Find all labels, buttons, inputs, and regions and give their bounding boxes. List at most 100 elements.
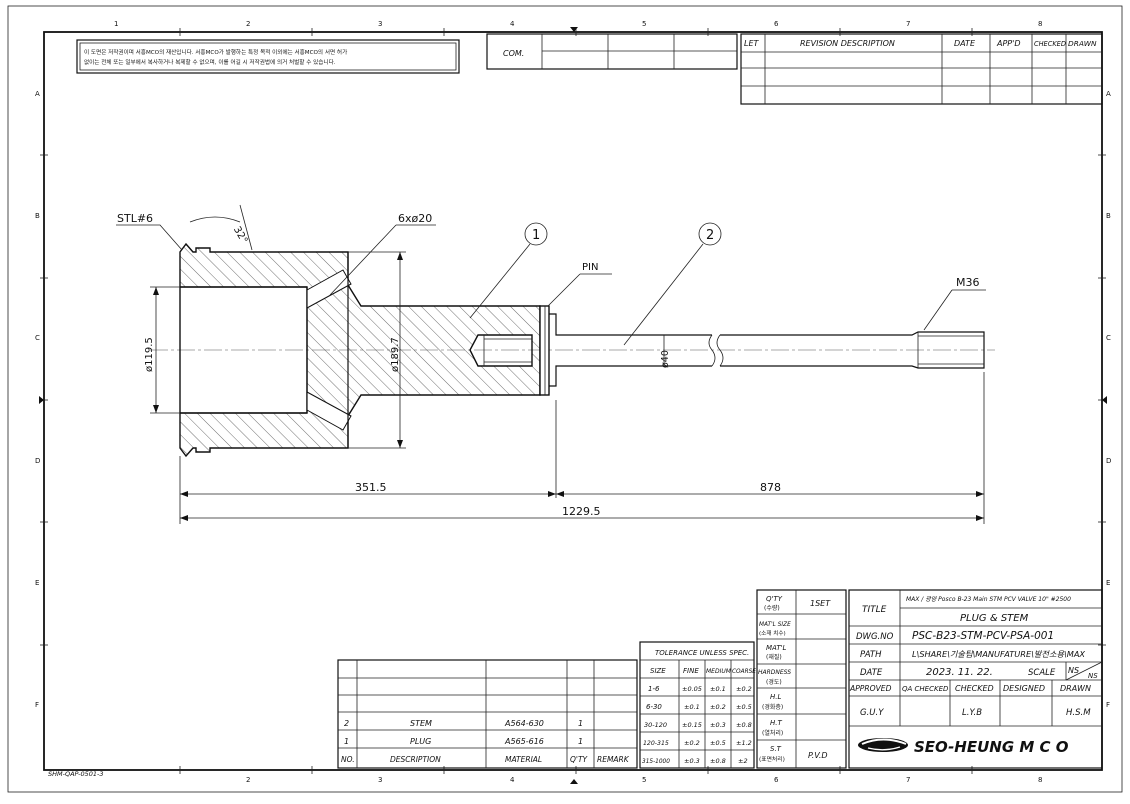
title-block: TITLE MAX / 광양 Posco B-23 Main STM PCV V… [848,589,1103,769]
path-label: PATH [860,650,882,660]
zone-rf: F [1106,701,1110,709]
bom-row-1-no: 2 [344,719,349,728]
copyright-line-1: 이 도면은 저작권이며 서흥MCO의 재산입니다. 서흥MCO가 발행하는 특정… [84,48,347,56]
prop-ht-kr: (열처리) [762,729,783,737]
qa-checked-label: QA CHECKED [902,685,949,693]
balloon-2-label: 2 [706,228,714,243]
tol-r3-fine: ±0.15 [682,721,702,729]
bom-header-qty: Q'TY [570,755,589,764]
bom-header-remark: REMARK [597,755,630,764]
revision-block: LET REVISION DESCRIPTION DATE APP'D CHEC… [740,33,1103,105]
part-drawing [150,242,995,458]
tol-h-fine: FINE [683,667,699,675]
tol-r5-size: 315-1000 [642,759,670,765]
zone-re: E [1106,579,1110,587]
zone-ra: A [1106,90,1111,98]
balloon-1 [524,222,548,246]
bom-row-2-desc: PLUG [410,737,431,746]
zone-c: C [35,334,40,342]
properties-table: Q'TY (수량) 1SET MAT'L SIZE (소재 치수) MAT'L … [756,589,847,769]
path-value: L\SHARE\기술팀\MANUFATURE\발전소용\MAX [912,649,1085,659]
prop-st-value: P.V.D [808,751,828,760]
copyright-box [76,39,460,74]
tol-r1-coarse: ±0.2 [736,685,752,693]
zone-a: A [35,90,40,98]
title-main: PLUG & STEM [960,613,1029,624]
rev-checked: CHECKED [1034,40,1066,48]
zone-5: 5 [642,20,646,28]
bom-row-1-qty: 1 [578,719,583,728]
prop-st-kr: (표면처리) [759,755,785,763]
com-label: COM. [503,49,524,58]
date-value: 2023. 11. 22. [926,667,993,678]
zone-labels: 1 2 3 4 5 6 7 8 2 3 4 5 6 7 8 A B C D E … [35,20,1111,784]
form-code: SHM-QAP-0501-3 [48,770,103,778]
designed-label: DESIGNED [1003,684,1045,693]
tol-r4-medium: ±0.5 [710,739,726,747]
drawn-value: H.S.M [1066,708,1091,718]
prop-hl-kr: (경화층) [762,703,783,711]
center-mark-right [1102,396,1107,404]
prop-ht-label: H.T [770,719,782,727]
pin-label: PIN [582,262,598,273]
zone-b4: 4 [510,776,515,784]
prop-matl-kr: (재질) [766,653,782,661]
zone-b2: 2 [246,776,250,784]
drawing-frame [43,31,1103,771]
bom-header-desc: DESCRIPTION [390,755,441,764]
checked-value: L.Y.B [962,708,982,718]
thread-label: M36 [956,276,980,289]
zone-2: 2 [246,20,250,28]
tol-r1-fine: ±0.05 [682,685,702,693]
center-mark-bottom [570,779,578,784]
rev-let: LET [744,39,760,48]
bom-header-material: MATERIAL [505,755,542,764]
zone-6: 6 [774,20,779,28]
dimensions: STL#6 32° 6xø20 1 2 PIN M36 ø119.5 [116,204,986,524]
tol-r5-coarse: ±2 [738,757,748,765]
bom-row-1-desc: STEM [410,719,432,728]
rev-date: DATE [954,39,976,48]
tol-r1-medium: ±0.1 [710,685,726,693]
tol-title: TOLERANCE UNLESS SPEC. [655,649,749,657]
prop-matl-label: MAT'L [766,644,787,652]
zone-rb: B [1106,212,1111,220]
title-subtitle: MAX / 광양 Posco B-23 Main STM PCV VALVE 1… [906,596,1071,603]
bom-row-2-material: A565-616 [504,737,544,746]
title-label: TITLE [862,605,887,615]
balloon-1-label: 1 [532,228,540,243]
prop-matsize-label: MAT'L SIZE [759,622,791,628]
tol-r1-size: 1-6 [648,685,660,693]
zone-7: 7 [906,20,910,28]
dwgno-label: DWG.NO [856,632,894,642]
tol-r3-coarse: ±0.8 [736,721,752,729]
dim-stem: ø40 [660,350,671,368]
prop-hardness-kr: (경도) [766,679,782,686]
prop-hl-label: H.L [770,693,781,701]
prop-qty-label: Q'TY [766,595,783,603]
checked-label: CHECKED [955,684,994,693]
prop-qty-value: 1SET [810,599,831,608]
zone-e: E [35,579,39,587]
zone-b8: 8 [1038,776,1042,784]
center-mark-left [39,396,44,404]
dim-body: ø189.7 [390,337,401,372]
scale-value-2: NS [1088,672,1098,680]
scale-value: NS [1068,666,1079,675]
date-label: DATE [860,668,883,678]
rev-desc: REVISION DESCRIPTION [800,39,895,48]
zone-d: D [35,457,40,465]
tol-h-size: SIZE [650,667,666,675]
pin [539,305,550,396]
outer-border [7,5,1123,793]
tol-h-coarse: COARSE [732,669,756,675]
zone-b7: 7 [906,776,910,784]
center-mark-top [570,27,578,32]
bom-row-2-no: 1 [344,737,349,746]
dim-bore: ø119.5 [144,337,155,372]
prop-matsize-kr: (소재 치수) [759,629,786,637]
zone-8: 8 [1038,20,1042,28]
tol-r2-medium: ±0.2 [710,703,726,711]
bom-table: 2 STEM A564-630 1 1 PLUG A565-616 1 NO. … [337,659,638,769]
